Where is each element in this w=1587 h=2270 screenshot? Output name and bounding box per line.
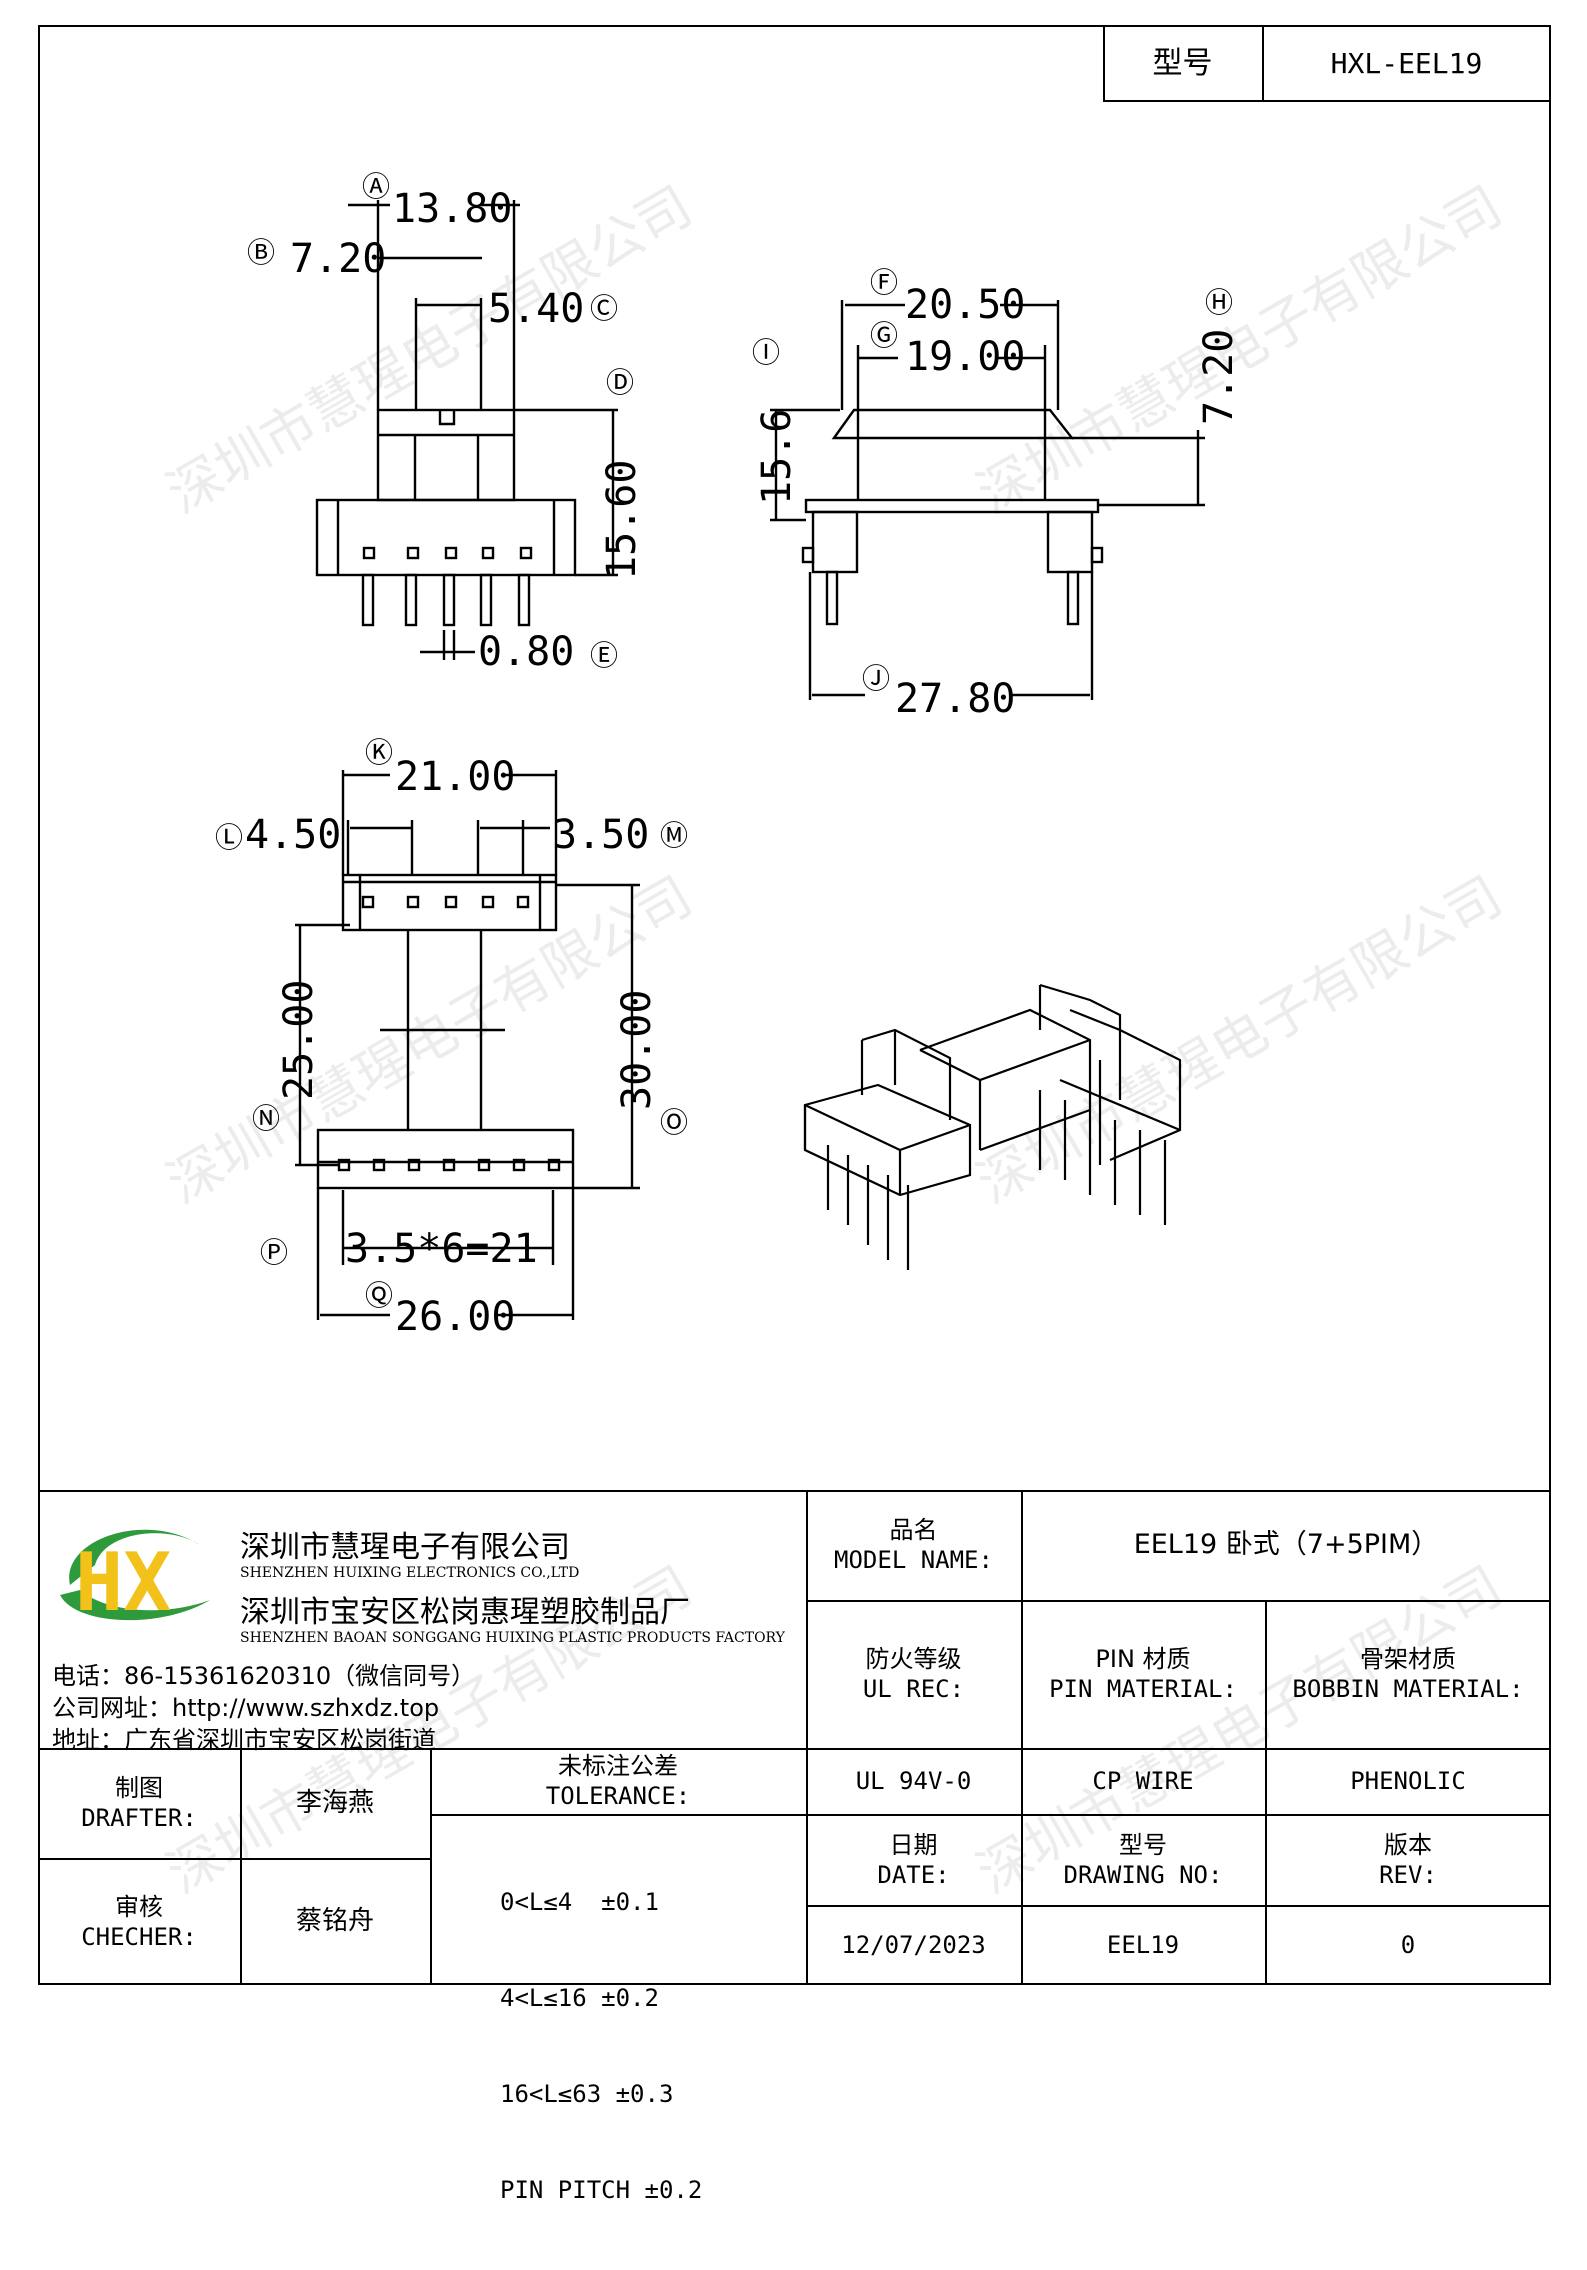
bobbin-material-label: 骨架材质 BOBBIN MATERIAL:	[1265, 1600, 1551, 1748]
logo-text: HX	[75, 1536, 171, 1629]
tolerance-label-cn: 未标注公差	[558, 1752, 678, 1780]
dim-value-j: 27.80	[895, 676, 1015, 722]
date-label-en: DATE:	[877, 1860, 950, 1889]
factory-name-en: SHENZHEN BAOAN SONGGANG HUIXING PLASTIC …	[240, 1630, 785, 1646]
dim-label-p: Ⓟ	[260, 1236, 288, 1269]
dim-label-g: Ⓖ	[870, 319, 898, 352]
company-address: 地址：广东省深圳市宝安区松岗街道	[52, 1726, 436, 1754]
bobbin-material-label-en: BOBBIN MATERIAL:	[1292, 1675, 1524, 1703]
drawing-no-label-en: DRAWING NO:	[1063, 1860, 1223, 1889]
front-view	[315, 200, 618, 660]
bobbin-material-label-cn: 骨架材质	[1360, 1645, 1456, 1673]
dim-value-k: 21.00	[395, 754, 515, 800]
tolerance-label-en: TOLERANCE:	[545, 1782, 691, 1810]
drawing-no-label-cn: 型号	[1119, 1830, 1167, 1859]
tolerance-line: PIN PITCH ±0.2	[500, 2176, 703, 2204]
tolerance-line: 16<L≤63 ±0.3	[500, 2080, 674, 2108]
drawing-frame	[38, 25, 1551, 1985]
tolerance-line: 4<L≤16 ±0.2	[500, 1984, 659, 2012]
company-name-en: SHENZHEN HUIXING ELECTRONICS CO.,LTD	[240, 1565, 580, 1581]
dim-label-l: Ⓛ	[215, 821, 243, 854]
dim-value-m: 3.50	[553, 812, 649, 858]
dim-label-i: Ⓘ	[752, 336, 780, 369]
fire-rating-label-cn: 防火等级	[865, 1645, 962, 1673]
dim-label-n: Ⓝ	[252, 1102, 280, 1135]
model-value: HXL-EEL19	[1330, 47, 1483, 80]
pin-material-label: PIN 材质 PIN MATERIAL:	[1021, 1600, 1265, 1748]
checker-label-en: CHECHER:	[81, 1922, 197, 1951]
dim-value-l: 4.50	[245, 812, 341, 858]
dim-label-k: Ⓚ	[365, 736, 393, 769]
drawing-no-value: EEL19	[1106, 1931, 1180, 1959]
drafter-value: 李海燕	[295, 1787, 374, 1818]
checker-label-cn: 审核	[115, 1892, 163, 1921]
pin-material-value: CP WIRE	[1092, 1767, 1194, 1795]
dim-value-p: 3.5*6=21	[345, 1226, 538, 1272]
pin-material-label-cn: PIN 材质	[1095, 1645, 1191, 1673]
model-name-value: EEL19 卧式（7+5PIM）	[1133, 1529, 1439, 1561]
tolerance-list: 0<L≤4 ±0.1 4<L≤16 ±0.2 16<L≤63 ±0.3 PIN …	[500, 1822, 702, 2270]
model-name-label: 品名 MODEL NAME:	[806, 1490, 1021, 1600]
company-name-cn: 深圳市慧瑆电子有限公司	[240, 1530, 570, 1565]
rev-label-en: REV:	[1379, 1860, 1437, 1889]
checker-value: 蔡铭舟	[295, 1906, 374, 1937]
rev-value: 0	[1400, 1931, 1416, 1959]
side-view	[770, 300, 1205, 700]
dim-value-a: 13.80	[392, 186, 512, 232]
factory-name-cn: 深圳市宝安区松岗惠瑆塑胶制品厂	[240, 1595, 690, 1630]
dim-label-c: Ⓒ	[590, 292, 618, 325]
dim-value-f: 20.50	[905, 282, 1025, 328]
date-label-cn: 日期	[889, 1830, 938, 1859]
dim-value-n: 25.00	[276, 980, 322, 1100]
dim-label-d: Ⓓ	[606, 366, 634, 399]
bobbin-material-value: PHENOLIC	[1350, 1767, 1466, 1795]
model-name-label-en: MODEL NAME:	[834, 1546, 993, 1574]
fire-rating-label-en: UL REC:	[862, 1675, 965, 1703]
dim-label-h: Ⓗ	[1205, 286, 1233, 319]
dim-label-f: Ⓕ	[870, 266, 898, 299]
tolerance-line: 0<L≤4 ±0.1	[500, 1888, 659, 1916]
dim-value-i: 15.6	[754, 409, 800, 505]
company-website: 公司网址：http://www.szhxdz.top	[52, 1694, 440, 1722]
dim-value-d: 15.60	[599, 460, 645, 580]
dim-value-o: 30.00	[614, 990, 660, 1110]
rev-label-cn: 版本	[1384, 1830, 1432, 1859]
dim-value-e: 0.80	[478, 629, 574, 675]
fire-rating-label: 防火等级 UL REC:	[806, 1600, 1021, 1748]
checker-label: 审核 CHECHER:	[38, 1858, 240, 1985]
dim-value-g: 19.00	[905, 334, 1025, 380]
dim-label-j: Ⓙ	[862, 662, 890, 695]
model-name-label-cn: 品名	[889, 1516, 938, 1544]
dim-label-m: Ⓜ	[660, 819, 688, 852]
bottom-view	[295, 770, 640, 1320]
dim-label-q: Ⓠ	[365, 1279, 393, 1312]
drafter-label-en: DRAFTER:	[81, 1804, 197, 1832]
company-logo: HX	[60, 1529, 210, 1629]
company-phone: 电话：86-15361620310（微信同号）	[52, 1662, 476, 1690]
dim-label-a: Ⓐ	[362, 170, 390, 203]
dim-label-e: Ⓔ	[590, 639, 618, 672]
rev-label: 版本 REV:	[1265, 1814, 1551, 1905]
dim-value-q: 26.00	[395, 1294, 515, 1340]
date-value: 12/07/2023	[841, 1931, 986, 1959]
date-label: 日期 DATE:	[806, 1814, 1021, 1905]
model-label: 型号	[1152, 45, 1213, 81]
dim-label-o: Ⓞ	[660, 1106, 688, 1139]
tolerance-label: 未标注公差 TOLERANCE:	[430, 1748, 806, 1814]
dim-label-b: Ⓑ	[247, 236, 275, 269]
dim-value-c: 5.40	[488, 286, 584, 332]
fire-rating-value: UL 94V-0	[855, 1767, 972, 1795]
drafter-label-cn: 制图	[115, 1774, 163, 1802]
pin-material-label-en: PIN MATERIAL:	[1049, 1675, 1237, 1703]
isometric-view	[803, 983, 1182, 1270]
technical-drawing: Ⓐ 13.80 Ⓑ 7.20 5.40 Ⓒ Ⓓ 15.60 0.80 Ⓔ Ⓕ 2…	[215, 170, 1242, 1340]
drafter-label: 制图 DRAFTER:	[38, 1748, 240, 1858]
dim-value-b: 7.20	[290, 236, 386, 282]
drawing-no-label: 型号 DRAWING NO:	[1021, 1814, 1265, 1905]
dim-value-h: 7.20	[1196, 329, 1242, 425]
